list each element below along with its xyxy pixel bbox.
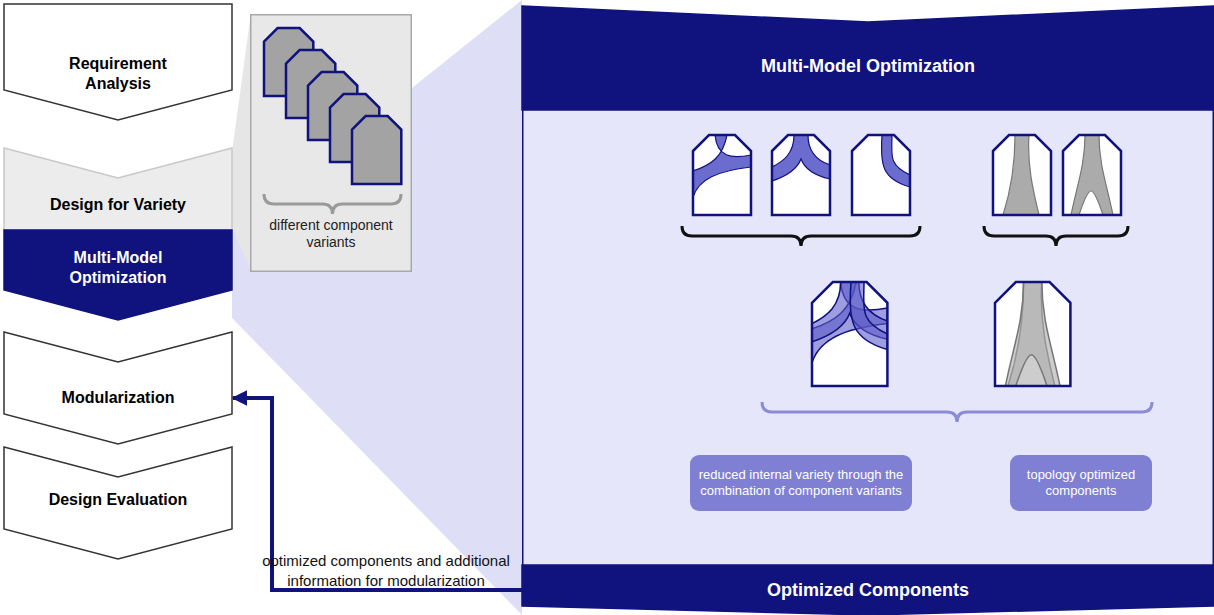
- component-variant: [352, 116, 401, 184]
- component-variant: [993, 135, 1051, 215]
- process-step: Design Evaluation: [4, 447, 232, 559]
- result-box: topology optimized components: [1010, 455, 1152, 511]
- panel-footer-text: Optimized Components: [658, 579, 1078, 602]
- component-structure: [1071, 135, 1113, 215]
- shape-outline: [4, 332, 232, 444]
- component-structure: [693, 135, 751, 197]
- variants-box: [251, 15, 412, 272]
- component-body: [1063, 135, 1121, 215]
- process-chevron: [4, 148, 232, 230]
- variants-box: different component variants: [250, 14, 412, 272]
- shape-outline: [522, 0, 1214, 615]
- feedback-arrow: [233, 398, 522, 590]
- structure-shape: [850, 282, 887, 350]
- component-variant: [1063, 135, 1121, 215]
- node-label: Modularization: [23, 388, 213, 408]
- panel-body: [523, 100, 1214, 570]
- component-outline: [1063, 135, 1121, 215]
- process-chevron: [4, 4, 232, 120]
- focus-wedge: [232, 0, 522, 615]
- process-chevron: [4, 230, 232, 320]
- component-structure: [812, 282, 887, 363]
- component-outline: [852, 135, 910, 215]
- process-step: Modularization: [4, 332, 232, 444]
- component-variant: [772, 135, 830, 215]
- component-outline: [995, 282, 1070, 386]
- component-outline: [352, 116, 401, 184]
- panel-heading: Multi-Model Optimization: [658, 55, 1078, 78]
- component-body: [772, 135, 830, 215]
- node-label: Design for Variety: [23, 195, 213, 215]
- bracket: [984, 226, 1128, 246]
- panel-footer: [522, 565, 1214, 615]
- structure-shape: [1003, 135, 1039, 215]
- node-label: Requirement Analysis: [48, 54, 188, 94]
- structure-shape: [1071, 135, 1113, 215]
- bracket: [682, 226, 920, 246]
- component-body: [812, 282, 887, 386]
- component-variant: [995, 282, 1070, 386]
- bracket: [762, 402, 1152, 422]
- component-variant: [812, 282, 887, 386]
- component-outline: [993, 135, 1051, 215]
- structure-shape: [693, 135, 751, 197]
- component-outline: [772, 135, 830, 215]
- bracket: [264, 194, 401, 214]
- process-step: Design for Variety: [4, 148, 232, 230]
- component-structure: [881, 135, 910, 187]
- component-outline: [693, 135, 751, 215]
- node-label: different component variants: [261, 217, 401, 252]
- process-step: Requirement Analysis: [4, 4, 232, 120]
- node-label: Multi-Model Optimization: [43, 248, 193, 288]
- component-body: [352, 116, 401, 184]
- structure-shape: [812, 282, 887, 363]
- component-body: [852, 135, 910, 215]
- node-label: topology optimized components: [1018, 467, 1144, 500]
- shape-outline: [4, 148, 232, 230]
- node-label: Design Evaluation: [23, 490, 213, 510]
- panel-header: [522, 6, 1214, 110]
- shape-outline: [250, 14, 412, 272]
- component-body: [693, 135, 751, 215]
- optimization-panel: Multi-Model OptimizationOptimized Compon…: [522, 0, 1214, 615]
- process-chevron: [4, 332, 232, 444]
- process-chevron: [4, 447, 232, 559]
- component-structure: [1005, 282, 1060, 386]
- component-structure: [1003, 135, 1039, 215]
- component-variant: [693, 135, 751, 215]
- structure-shape: [881, 135, 910, 187]
- process-step: Multi-Model Optimization: [4, 230, 232, 320]
- focus-wedge: [232, 20, 250, 268]
- component-outline: [812, 282, 887, 386]
- component-body: [993, 135, 1051, 215]
- edge-label: optimized components and additional info…: [255, 551, 517, 590]
- component-body: [995, 282, 1070, 386]
- structure-shape: [1005, 282, 1060, 386]
- node-label: reduced internal variety through the com…: [698, 467, 904, 500]
- component-variant: [852, 135, 910, 215]
- result-box: reduced internal variety through the com…: [690, 455, 912, 511]
